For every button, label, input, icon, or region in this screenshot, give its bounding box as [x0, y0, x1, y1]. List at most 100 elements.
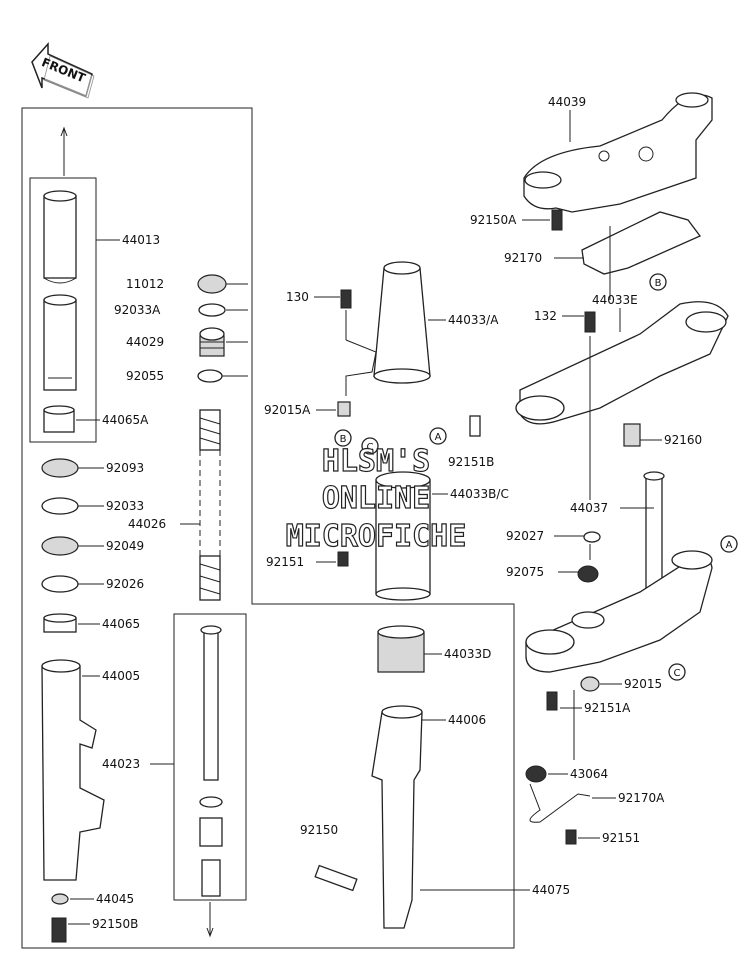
- part-label-44075: 44075: [532, 883, 570, 897]
- part-label-92026: 92026: [106, 577, 144, 591]
- part-label-92170a: 92170A: [618, 791, 665, 805]
- part-label-92150b: 92150B: [92, 917, 138, 931]
- bolt-92150a-part: [551, 209, 563, 231]
- bracket-44033e-part: [515, 301, 729, 425]
- part-label-92055: 92055: [126, 369, 164, 383]
- part-label-44033e: 44033E: [592, 293, 638, 307]
- bolt-92151-right-part: [565, 829, 577, 845]
- bushing-44065a-part: [43, 405, 75, 433]
- left-fork-frame: [21, 107, 515, 949]
- part-label-92170: 92170: [504, 251, 542, 265]
- cover-44033d-part: [377, 625, 425, 673]
- part-label-92015a: 92015A: [264, 403, 311, 417]
- part-label-11012: 11012: [126, 277, 164, 291]
- part-label-43064: 43064: [570, 767, 608, 781]
- part-label-92150: 92150: [300, 823, 338, 837]
- part-label-44065: 44065: [102, 617, 140, 631]
- inner-tube-part: [43, 190, 77, 391]
- bracket-92170-part: [581, 211, 702, 275]
- oring-92055-part: [197, 369, 223, 383]
- callout-b-right: B: [649, 273, 667, 291]
- callout-b-left: B: [334, 429, 352, 447]
- part-label-92033a: 92033A: [114, 303, 161, 317]
- part-label-92150a: 92150A: [470, 213, 517, 227]
- part-label-44023: 44023: [102, 757, 140, 771]
- clamp-92170a-part: [529, 783, 591, 823]
- watermark-line-3: MICROFICHE: [286, 519, 467, 554]
- callout-b-left-label: B: [340, 434, 347, 445]
- part-label-92151b: 92151B: [448, 455, 494, 469]
- part-label-44039: 44039: [548, 95, 586, 109]
- callout-a-right-label: A: [726, 540, 733, 551]
- part-label-92027: 92027: [506, 529, 544, 543]
- outer-tube-44006-part: [371, 705, 423, 929]
- washer-92026-part: [41, 575, 79, 593]
- front-arrow-icon: FRONT: [31, 42, 95, 99]
- part-label-92049: 92049: [106, 539, 144, 553]
- part-label-44005: 44005: [102, 669, 140, 683]
- callout-c-left-label: C: [367, 442, 374, 453]
- seal-92049-part: [41, 536, 79, 556]
- fork-cover-44033a-part: [373, 261, 431, 384]
- bolt-92151b-part: [469, 415, 481, 437]
- callout-c-right: C: [668, 663, 686, 681]
- part-label-44033a: 44033/A: [448, 313, 499, 327]
- bushing-44065-part: [43, 613, 77, 633]
- callout-a-top-label: A: [435, 432, 442, 443]
- upper-bracket-44039-part: [523, 92, 713, 213]
- part-label-92151-right: 92151: [602, 831, 640, 845]
- part-label-44045: 44045: [96, 892, 134, 906]
- part-label-92151-center: 92151: [266, 555, 304, 569]
- part-label-92160: 92160: [664, 433, 702, 447]
- ring-92033a-part: [198, 303, 226, 317]
- collar-92015-part: [580, 676, 600, 692]
- bolt-92151a-part: [546, 691, 558, 711]
- bolt-44029-part: [199, 327, 225, 357]
- clip-92033-part: [41, 497, 79, 515]
- part-label-92093: 92093: [106, 461, 144, 475]
- part-label-130: 130: [286, 290, 309, 304]
- bolt-92150b-part: [51, 917, 67, 943]
- bolt-92150-part: [314, 864, 358, 892]
- bolt-132-part: [584, 311, 596, 333]
- seal-92093-part: [41, 458, 79, 478]
- spring-44026-part: [199, 409, 221, 601]
- part-label-92151a: 92151A: [584, 701, 631, 715]
- part-label-92033: 92033: [106, 499, 144, 513]
- inner-tube-group-box: [29, 177, 97, 443]
- callout-a-right: A: [720, 535, 738, 553]
- part-label-132: 132: [534, 309, 557, 323]
- callout-c-left: C: [361, 437, 379, 455]
- steering-stem-44037-part: [525, 471, 713, 673]
- callout-c-right-label: C: [674, 668, 681, 679]
- grommet-43064-part: [525, 765, 547, 783]
- part-label-92075: 92075: [506, 565, 544, 579]
- part-label-44029: 44029: [126, 335, 164, 349]
- part-label-44006: 44006: [448, 713, 486, 727]
- watermark-line-2: ONLINE: [322, 481, 430, 516]
- washer-92027-part: [583, 531, 601, 543]
- part-label-44065a: 44065A: [102, 413, 149, 427]
- damper-rod-44023-part: [199, 625, 223, 897]
- callout-a-top: A: [429, 427, 447, 445]
- watermark-line-1: HLSM'S: [322, 444, 430, 479]
- part-label-44033bc: 44033B/C: [450, 487, 509, 501]
- part-label-92015: 92015: [624, 677, 662, 691]
- bolt-92160-part: [623, 423, 641, 447]
- bolt-92151-center-part: [337, 551, 349, 567]
- grommet-92075-part: [577, 565, 599, 583]
- callout-b-right-label: B: [655, 278, 662, 289]
- damper-group-box: [173, 613, 247, 901]
- part-label-44033d: 44033D: [444, 647, 491, 661]
- watermark: HLSM'S ONLINE MICROFICHE: [285, 443, 467, 554]
- fork-cover-44033bc-part: [375, 471, 431, 601]
- part-label-44013: 44013: [122, 233, 160, 247]
- part-label-44037: 44037: [570, 501, 608, 515]
- bolt-130-part: [340, 289, 352, 309]
- outer-tube-44005-part: [41, 659, 105, 881]
- part-label-44026: 44026: [128, 517, 166, 531]
- cap-11012-part: [197, 274, 227, 294]
- collar-92015a-part: [337, 401, 351, 417]
- washer-44045-part: [51, 893, 69, 905]
